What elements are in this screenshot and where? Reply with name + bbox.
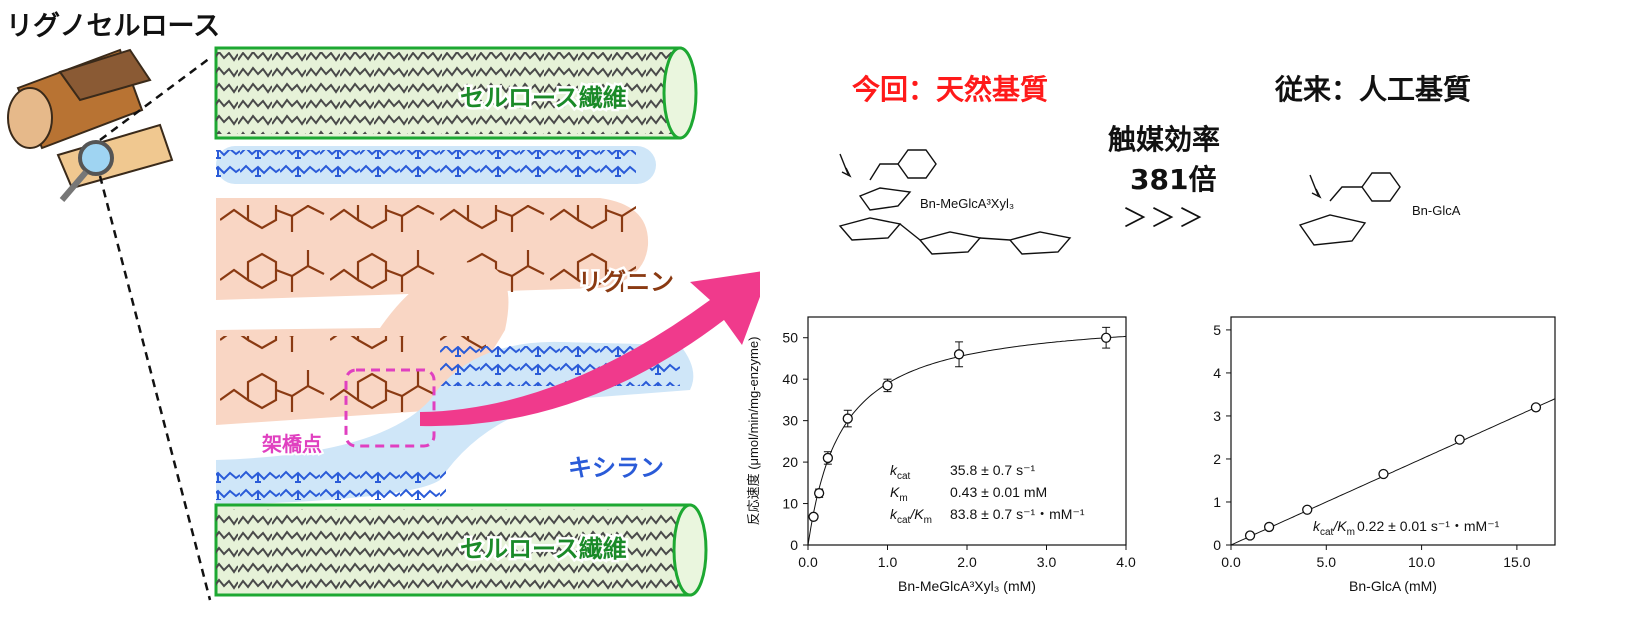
crosslink-label: 架橋点 <box>262 432 322 456</box>
chart-natural-substrate: 0.0 1.0 2.0 3.0 4.0 0 10 20 30 40 50Bn-MeGlcA³Xyl₃… <box>746 316 1136 594</box>
structure-bn-megclca-xyl3: Bn-MeGlcA³Xyl₃ <box>838 149 1072 255</box>
substrate-new-label: Bn-MeGlcA³Xyl₃ <box>920 196 1014 211</box>
lignocellulose-illustration: セルロース繊維 リグニン 架橋点 キシラン セルロース繊維 <box>7 46 760 601</box>
x-axis-label: Bn-GlcA (mM) <box>1349 578 1437 594</box>
xylan-label: キシラン <box>568 454 664 482</box>
kinetic-value: 0.22 ± 0.01 s⁻¹・mM⁻¹ <box>1357 518 1500 534</box>
kinetic-parameter: Km <box>890 484 908 504</box>
y-tick-label: 10 <box>782 496 798 512</box>
y-tick-label: 30 <box>782 413 798 429</box>
x-tick-label: 1.0 <box>878 554 898 570</box>
x-tick-label: 0.0 <box>798 554 818 570</box>
plot-frame <box>1230 316 1556 546</box>
y-tick-label: 5 <box>1213 322 1221 338</box>
data-point <box>1100 332 1112 343</box>
efficiency-value: 381倍 <box>1130 163 1217 196</box>
comparison-symbol: ＞＞＞ <box>1122 204 1207 234</box>
heading-natural-substrate: 今回：天然基質 <box>852 73 1049 106</box>
x-tick-label: 3.0 <box>1037 554 1057 570</box>
cellulose-label-bottom: セルロース繊維 <box>460 535 627 563</box>
y-tick-label: 0 <box>790 537 798 553</box>
data-point <box>1378 468 1389 480</box>
data-point <box>882 380 893 391</box>
kinetic-value: 0.43 ± 0.01 mM <box>950 484 1047 500</box>
data-point <box>1263 521 1275 533</box>
y-tick-label: 1 <box>1213 494 1221 510</box>
x-axis-label: Bn-MeGlcA³Xyl₃ (mM) <box>898 578 1036 594</box>
kinetic-parameter: kcat <box>890 462 911 482</box>
efficiency-label: 触媒効率 <box>1108 123 1221 156</box>
data-point <box>1244 530 1256 541</box>
cellulose-label-top: セルロース繊維 <box>460 84 627 112</box>
fit-curve <box>807 335 1127 546</box>
y-tick-label: 20 <box>782 454 798 470</box>
x-tick-label: 10.0 <box>1408 554 1435 570</box>
x-tick-label: 15.0 <box>1503 554 1530 570</box>
kinetic-parameter: kcat/Km <box>890 506 932 526</box>
y-axis-label: 反応速度 (μmol/min/mg-enzyme) <box>746 337 761 526</box>
heading-artificial-substrate: 従来：人工基質 <box>1275 73 1472 106</box>
fit-curve <box>1230 398 1556 546</box>
data-point <box>953 349 965 360</box>
structure-bn-glca: Bn-GlcA <box>1298 172 1461 246</box>
y-tick-label: 40 <box>782 371 798 387</box>
x-tick-label: 4.0 <box>1116 554 1136 570</box>
y-tick-label: 4 <box>1213 365 1221 381</box>
kinetic-value: 83.8 ± 0.7 s⁻¹・mM⁻¹ <box>950 506 1085 522</box>
y-tick-label: 3 <box>1213 408 1221 424</box>
lignin-label: リグニン <box>578 268 674 296</box>
data-point <box>842 413 853 424</box>
y-tick-label: 50 <box>782 330 798 346</box>
data-point <box>1530 402 1542 413</box>
data-point <box>822 452 834 464</box>
substrate-old-label: Bn-GlcA <box>1412 203 1461 218</box>
kinetic-value: 35.8 ± 0.7 s⁻¹ <box>950 462 1035 478</box>
data-point <box>813 488 825 499</box>
data-point <box>808 511 819 522</box>
y-tick-label: 0 <box>1213 537 1221 553</box>
magnifier-icon <box>59 140 114 202</box>
data-point <box>1302 504 1313 515</box>
log-icon <box>7 48 174 190</box>
data-point <box>1454 434 1465 445</box>
lignocellulose-title: リグノセルロース <box>6 11 221 42</box>
x-tick-label: 2.0 <box>957 554 977 570</box>
x-tick-label: 5.0 <box>1317 554 1337 570</box>
x-tick-label: 0.0 <box>1221 554 1241 570</box>
y-tick-label: 2 <box>1213 451 1221 467</box>
kinetic-parameter: kcat/Km <box>1313 518 1355 538</box>
